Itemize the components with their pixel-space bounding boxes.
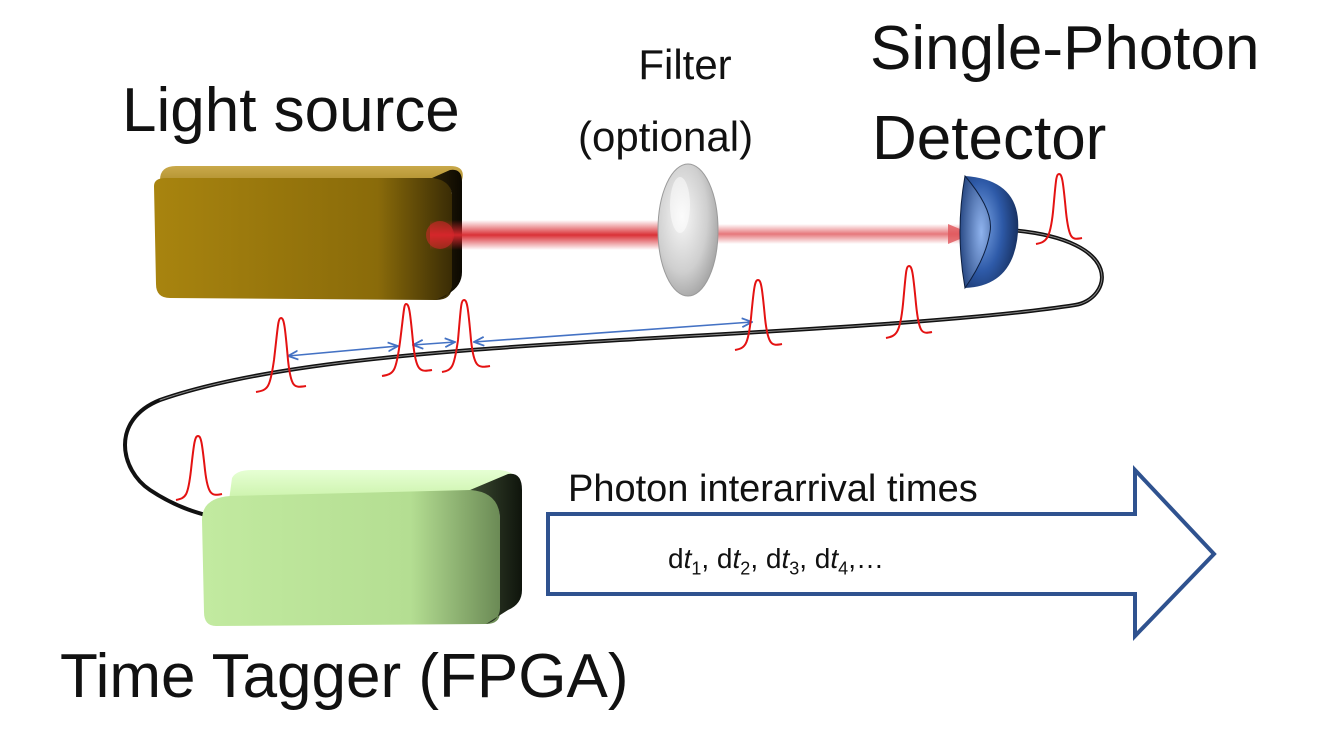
light-source-label: Light source xyxy=(122,76,460,145)
interarrival-sequence: dt1, dt2, dt3, dt4,… xyxy=(668,543,884,579)
photon-pulses xyxy=(175,172,1083,501)
time-tagger-box xyxy=(202,470,522,626)
detector-label-line2: Detector xyxy=(872,104,1107,173)
laser-beam xyxy=(426,220,972,250)
time-tagger-label: Time Tagger (FPGA) xyxy=(60,642,629,711)
pulse-icon xyxy=(1035,172,1083,245)
pulse-icon xyxy=(255,316,307,393)
pulse-icon xyxy=(175,434,223,501)
light-source-box xyxy=(154,166,463,300)
detector-label-line1: Single-Photon xyxy=(870,14,1260,83)
filter-label: Filter xyxy=(638,41,732,88)
pulse-icon xyxy=(381,302,433,377)
pulse-icon xyxy=(734,278,783,351)
interval-arrows xyxy=(288,322,752,356)
pulse-icon xyxy=(885,264,933,339)
filter-lens-icon xyxy=(657,163,719,297)
filter-optional-label: (optional) xyxy=(578,113,754,160)
output-arrow-title: Photon interarrival times xyxy=(568,468,978,510)
output-arrow xyxy=(546,464,1217,641)
detector-icon xyxy=(959,174,1019,290)
pulse-icon xyxy=(441,298,491,373)
